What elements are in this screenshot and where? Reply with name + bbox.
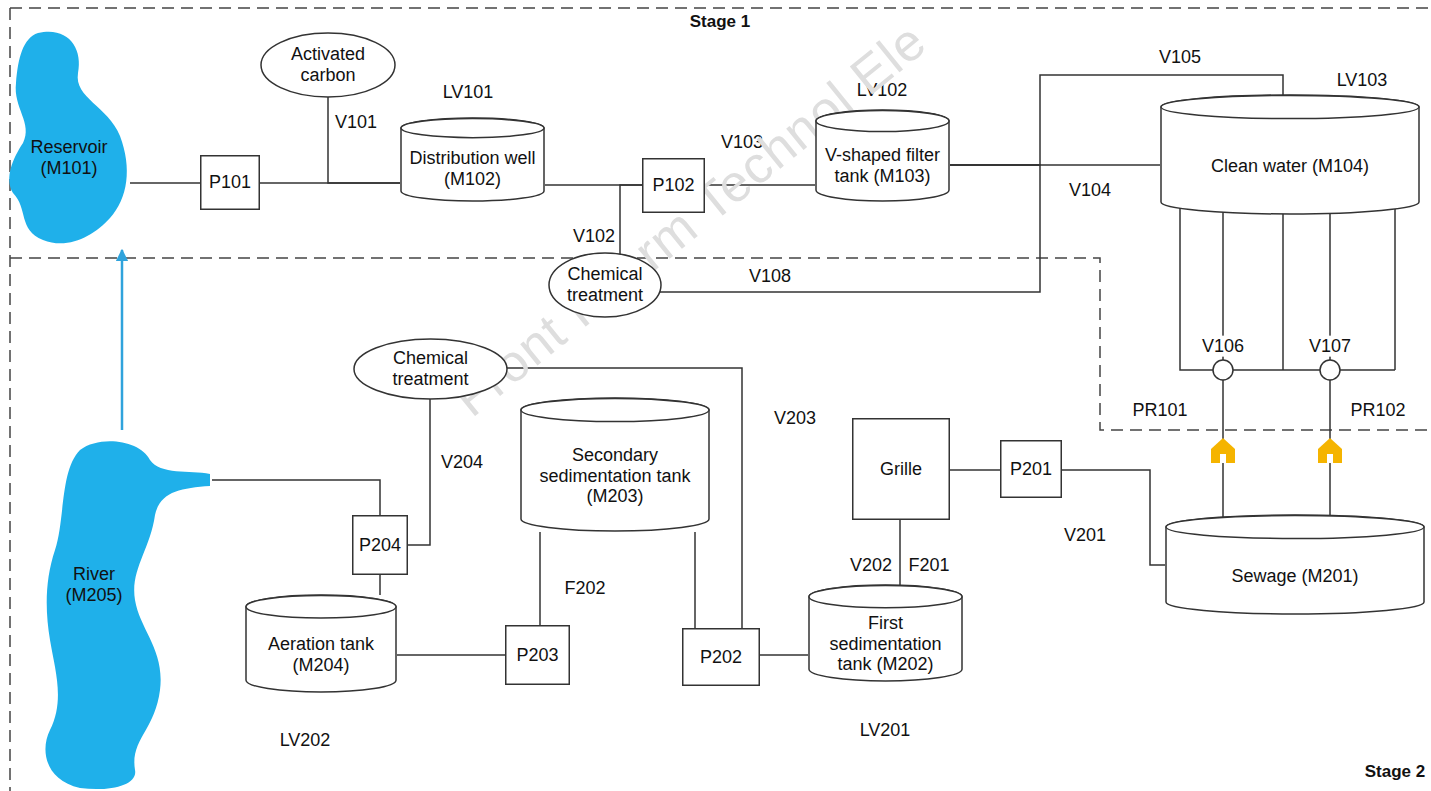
pipe (1223, 380, 1330, 522)
house-icon (1318, 438, 1342, 463)
pipe-connector (950, 469, 1000, 471)
node-label: Clean water (M104) (1168, 156, 1412, 177)
pipe (1180, 205, 1395, 370)
tank-outline (520, 398, 710, 532)
valve-label: V108 (749, 266, 791, 287)
house-door (1220, 454, 1226, 463)
pipe-connector (130, 182, 200, 184)
flow-label: F202 (564, 578, 605, 599)
tank: Clean water (M104) (1160, 95, 1420, 215)
grille-box: Grille (852, 418, 950, 520)
valve-label: V104 (1069, 180, 1111, 201)
node-label: P202 (688, 647, 754, 668)
pump-box: P102 (642, 158, 705, 213)
pipe-connector (694, 532, 696, 628)
river: River (M205) (40, 430, 212, 790)
valve-label: V202 (850, 555, 892, 576)
node-label: V-shaped filter tank (M103) (823, 145, 942, 186)
node-label: Aeration tank (M204) (253, 634, 389, 675)
pipe-connector (705, 184, 815, 186)
additive-ellipse: Activated carbon (260, 32, 396, 98)
tank-outline (1160, 95, 1420, 215)
valve-label: V107 (1307, 336, 1353, 357)
river-outline (40, 430, 212, 790)
pump-box: P204 (352, 515, 408, 575)
pump-box: P101 (200, 155, 260, 210)
pressure-gauge (1320, 360, 1340, 380)
valve-label: V102 (573, 226, 615, 247)
valve-label: V204 (441, 452, 483, 473)
additive-ellipse: Chemical treatment (548, 252, 662, 318)
stage-boundary (10, 8, 1431, 791)
node-label: P101 (206, 172, 254, 193)
pump-box: P202 (682, 628, 760, 686)
node-label: P102 (648, 175, 699, 196)
pipe-connector (1062, 470, 1165, 565)
valve-label: V201 (1064, 525, 1106, 546)
node-label: Reservoir (M101) (13, 137, 125, 178)
node-label: P203 (511, 645, 564, 666)
node-label: Activated carbon (276, 44, 380, 85)
gauge-label: PR102 (1350, 400, 1405, 421)
level-label: LV103 (1337, 70, 1388, 91)
node-label: Chemical treatment (564, 264, 646, 305)
watermark: Front Inform Technol Ele (442, 11, 938, 428)
house-icons (1211, 438, 1342, 463)
node-label: Grille (858, 459, 944, 480)
pipe-connector (539, 532, 541, 625)
pump-box: P201 (1000, 440, 1062, 498)
valve-label: V203 (774, 408, 816, 429)
pipe-connector (620, 185, 642, 254)
node-label: P204 (358, 535, 402, 556)
node-label: Chemical treatment (369, 348, 492, 389)
pipe-connector (899, 520, 901, 585)
house-door (1327, 454, 1333, 463)
valve-label: V103 (721, 132, 763, 153)
node-label: River (M205) (48, 564, 140, 605)
pipe-connector (328, 97, 400, 183)
level-label: LV101 (443, 82, 494, 103)
tank-outline (1165, 515, 1425, 615)
node-label: P201 (1006, 459, 1056, 480)
stage-title: Stage 2 (1365, 762, 1425, 782)
flow-label: F201 (908, 555, 949, 576)
distribution-pipes (1180, 205, 1395, 522)
pipe-connector (212, 480, 380, 515)
pipe-connector (507, 368, 742, 628)
node-label: Distribution well (M102) (408, 148, 537, 189)
tank: Aeration tank (M204) (245, 595, 397, 693)
valve-label: V101 (335, 112, 377, 133)
tank: Secondary sedimentation tank (M203) (520, 398, 710, 532)
node-label: Sewage (M201) (1173, 566, 1417, 587)
flow-arrow (121, 250, 124, 430)
tank: First sedimentation tank (M202) (808, 585, 963, 682)
reservoir: Reservoir (M101) (8, 28, 130, 250)
node-label: First sedimentation tank (M202) (816, 613, 955, 675)
level-label: LV102 (857, 80, 908, 101)
pipe-connector (760, 654, 808, 656)
tank: Sewage (M201) (1165, 515, 1425, 615)
stage-title: Stage 1 (690, 12, 750, 32)
tank: Distribution well (M102) (400, 118, 545, 202)
level-label: LV201 (860, 720, 911, 741)
tank: V-shaped filter tank (M103) (815, 110, 950, 202)
pipe-connector (408, 399, 430, 545)
level-label: LV202 (280, 730, 331, 751)
additive-ellipse: Chemical treatment (353, 338, 508, 400)
pressure-gauge (1213, 360, 1233, 380)
pipe-connector (397, 654, 505, 656)
gauge-label: PR101 (1132, 400, 1187, 421)
pump-box: P203 (505, 625, 570, 685)
node-label: Secondary sedimentation tank (M203) (528, 445, 702, 507)
valve-label: V106 (1200, 336, 1246, 357)
valve-label: V105 (1159, 47, 1201, 68)
pipe-connector (379, 575, 381, 595)
house-icon (1211, 438, 1235, 463)
